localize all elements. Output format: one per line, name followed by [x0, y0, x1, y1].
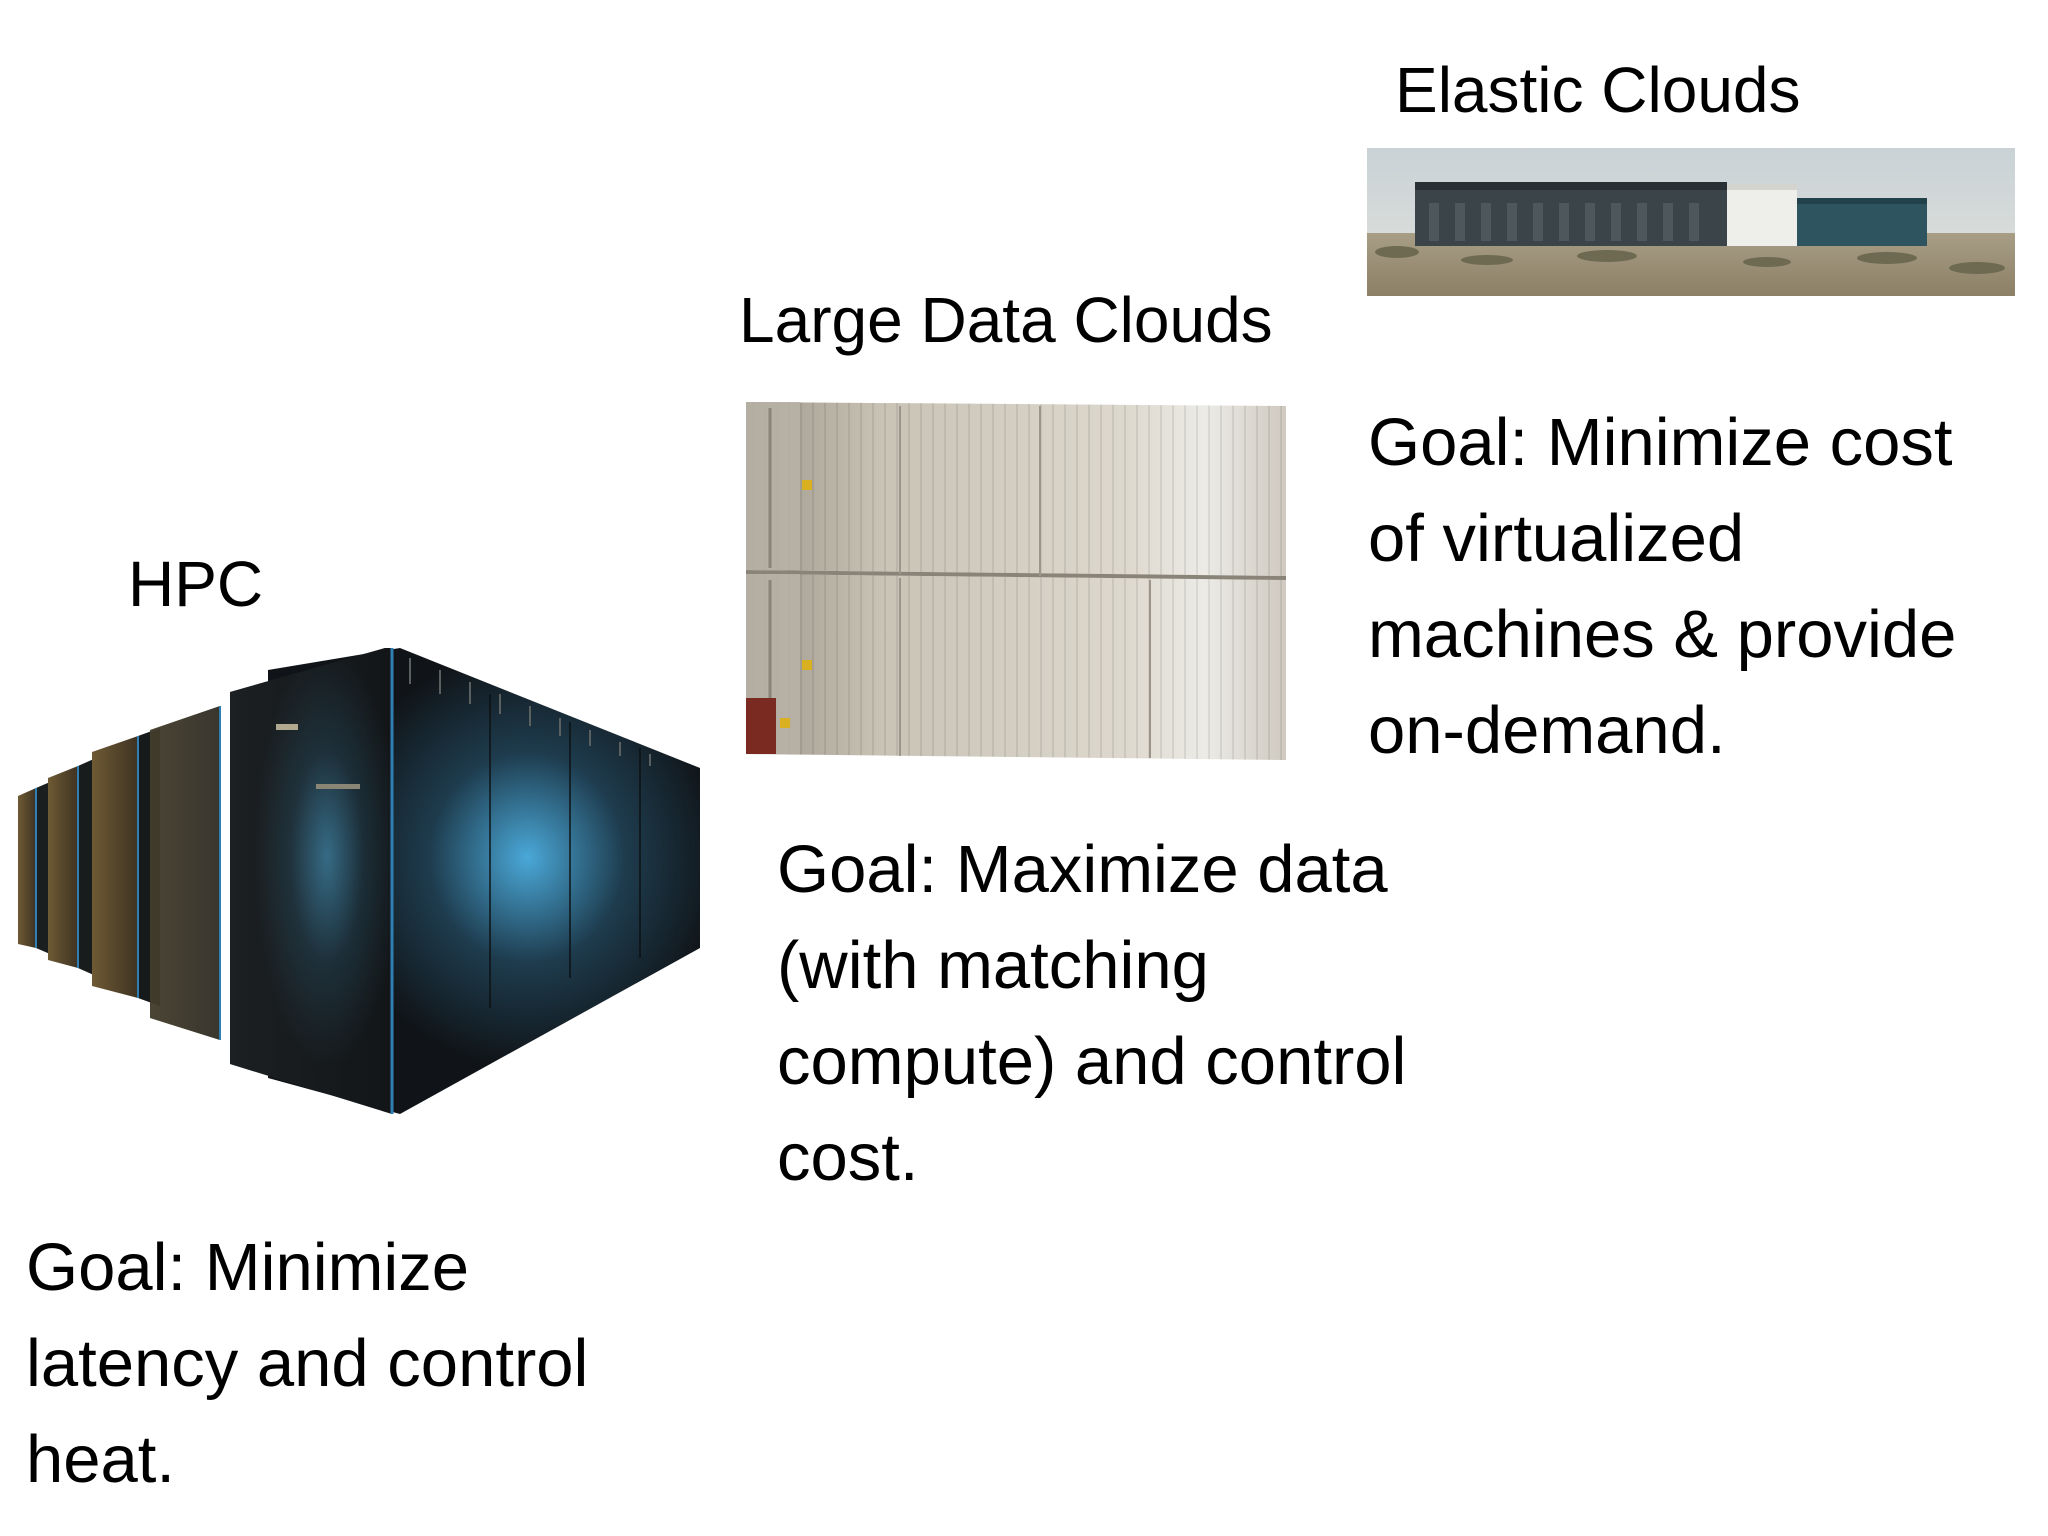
elastic-clouds-title: Elastic Clouds [1395, 54, 1801, 126]
hpc-goal: Goal: Minimize latency and control heat. [26, 1230, 589, 1497]
elastic-clouds-photo [1367, 148, 2015, 296]
hpc-photo [10, 648, 710, 1114]
large-data-clouds-title: Large Data Clouds [739, 284, 1273, 356]
large-data-clouds-goal: Goal: Maximize data (with matching compu… [777, 832, 1407, 1195]
hpc-title: HPC [128, 548, 264, 620]
large-data-clouds-photo [740, 398, 1290, 768]
elastic-clouds-goal: Goal: Minimize cost of virtualized machi… [1368, 405, 1957, 768]
